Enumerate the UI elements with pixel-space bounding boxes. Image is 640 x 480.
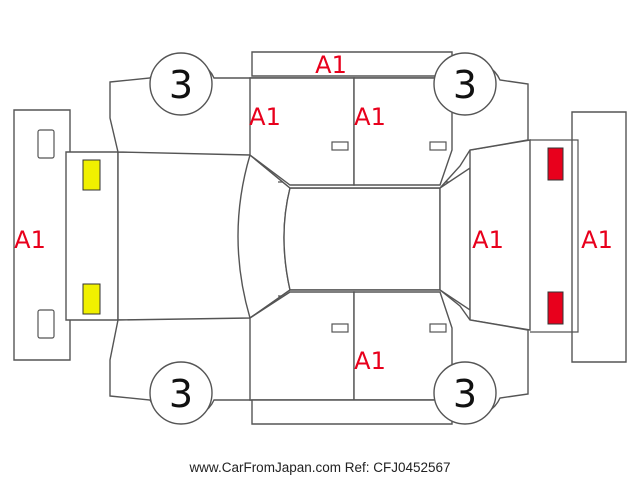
front-bumper-slot-top bbox=[37, 129, 55, 159]
taillight-top bbox=[547, 147, 564, 181]
front-bumper bbox=[13, 109, 71, 361]
right-front-handle bbox=[331, 323, 349, 333]
wheel-front-left bbox=[149, 52, 213, 116]
left-front-door bbox=[249, 77, 355, 186]
left-front-handle bbox=[331, 141, 349, 151]
left-running-board bbox=[251, 51, 453, 77]
footer-reference: www.CarFromJapan.com Ref: CFJ0452567 bbox=[188, 460, 450, 475]
mark-left-front-door: A1 bbox=[249, 103, 281, 131]
wheel-rear-right bbox=[433, 361, 497, 425]
wheel-rear-left-grade: 3 bbox=[453, 63, 477, 107]
right-running-board bbox=[251, 399, 453, 425]
right-rear-handle bbox=[429, 323, 447, 333]
wheel-front-left-grade: 3 bbox=[169, 63, 193, 107]
hood bbox=[117, 151, 251, 321]
wheel-rear-left bbox=[433, 52, 497, 116]
wheel-front-right-grade: 3 bbox=[169, 372, 193, 416]
mark-right-rear-door: A1 bbox=[354, 347, 386, 375]
mark-rear-bumper: A1 bbox=[581, 226, 613, 254]
rear-window bbox=[439, 166, 471, 312]
mark-front-bumper: A1 bbox=[14, 226, 46, 254]
headlight-top bbox=[82, 159, 101, 191]
rear-bumper bbox=[571, 111, 627, 363]
rear-bumper-frame bbox=[530, 139, 579, 333]
mark-roof: A1 bbox=[315, 51, 347, 79]
wheel-front-right bbox=[149, 361, 213, 425]
wheel-rear-right-grade: 3 bbox=[453, 372, 477, 416]
mark-left-rear-door: A1 bbox=[354, 103, 386, 131]
taillight-bottom bbox=[547, 291, 564, 325]
right-front-door bbox=[249, 291, 355, 401]
roof bbox=[283, 187, 441, 291]
headlight-bottom bbox=[82, 283, 101, 315]
left-rear-handle bbox=[429, 141, 447, 151]
front-bumper-slot-bottom bbox=[37, 309, 55, 339]
mark-rear-panel: A1 bbox=[472, 226, 504, 254]
